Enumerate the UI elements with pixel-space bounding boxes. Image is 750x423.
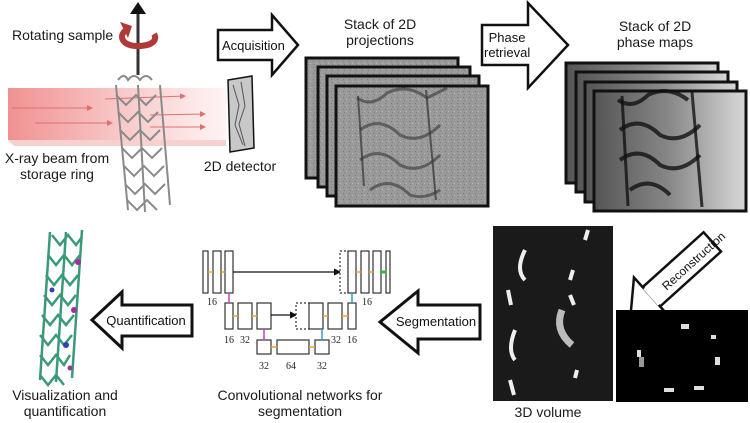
networks-line: segmentation xyxy=(257,403,343,419)
quantification-step-label: Quantification xyxy=(106,313,186,328)
phase-maps-stack xyxy=(564,61,748,213)
segmentation-step-label: Segmentation xyxy=(395,314,477,329)
stent-sample xyxy=(115,75,171,213)
projections-stack xyxy=(304,56,490,208)
visualization-line: Visualization and xyxy=(12,387,118,403)
xray-beam-label: X-ray beam from storage ring xyxy=(2,150,112,182)
visualization-stent xyxy=(38,229,84,388)
phase-maps-line: phase maps xyxy=(616,34,694,50)
unet-label: 32 xyxy=(259,361,269,372)
unet-label: 16 xyxy=(224,335,234,346)
projections-line: projections xyxy=(346,32,414,48)
segmentation-arrow xyxy=(377,287,482,357)
unet-label: 16 xyxy=(362,297,372,308)
acquisition-step-label: Acquisition xyxy=(222,38,285,53)
projections-line: Stack of 2D xyxy=(343,16,417,32)
unet-label: 16 xyxy=(347,335,357,346)
phase-retrieval-line: retrieval xyxy=(484,45,531,60)
phase-retrieval-step-label: Phase retrieval xyxy=(484,30,530,60)
unet-label: 32 xyxy=(331,335,341,346)
visualization-label: Visualization and quantification xyxy=(0,387,130,419)
xray-beam xyxy=(8,88,226,146)
unet-label: 32 xyxy=(240,335,250,346)
detector-label: 2D detector xyxy=(203,158,277,174)
xray-beam-line: storage ring xyxy=(20,166,94,182)
xray-beam-line: X-ray beam from xyxy=(4,150,110,166)
unet-connection-arrows xyxy=(208,270,386,348)
volume-label: 3D volume xyxy=(514,404,582,420)
phase-maps-line: Stack of 2D xyxy=(618,18,692,34)
unet-diagram xyxy=(202,250,391,355)
cross-section-slice xyxy=(616,310,748,402)
unet-channel-labels: 16 16 16 32 32 16 32 64 32 xyxy=(207,297,372,372)
unet-label: 64 xyxy=(286,361,296,372)
unet-label: 32 xyxy=(317,361,327,372)
rotation-axis-icon xyxy=(119,2,159,75)
networks-label: Convolutional networks for segmentation xyxy=(200,387,400,419)
unet-label: 16 xyxy=(207,297,217,308)
acquisition-arrow xyxy=(216,11,300,79)
reconstruction-arrow xyxy=(629,230,723,318)
projections-label: Stack of 2D projections xyxy=(320,16,440,48)
2d-detector xyxy=(227,75,255,153)
rotating-sample-label: Rotating sample xyxy=(12,27,114,43)
phase-retrieval-line: Phase xyxy=(488,30,526,45)
visualization-line: quantification xyxy=(23,403,107,419)
quantification-arrow xyxy=(89,288,194,352)
phase-maps-label: Stack of 2D phase maps xyxy=(590,18,720,50)
networks-line: Convolutional networks for xyxy=(217,387,383,403)
phase-retrieval-arrow xyxy=(480,0,570,92)
3d-volume-slice xyxy=(493,226,613,401)
